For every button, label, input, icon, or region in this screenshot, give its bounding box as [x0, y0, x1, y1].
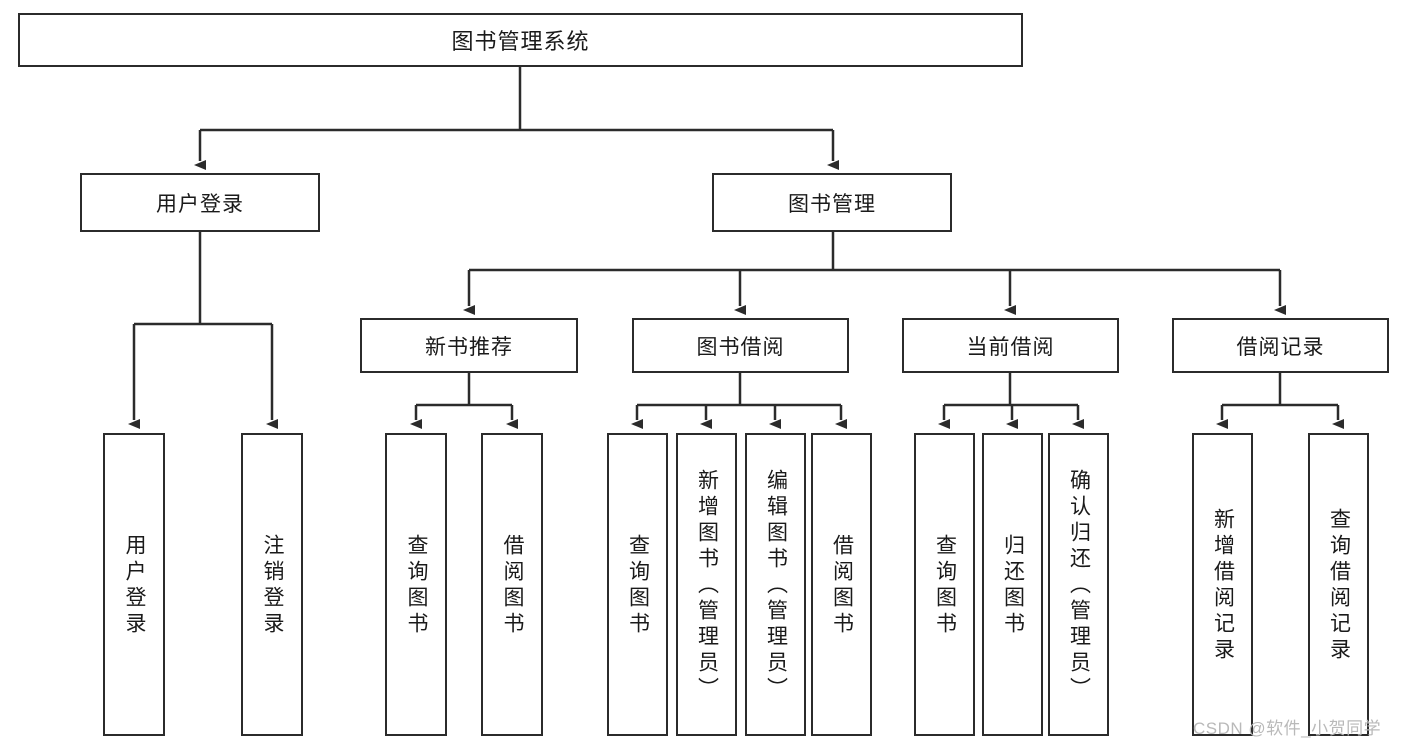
- leaf-query-record-label: 查询借阅记录: [1327, 507, 1351, 664]
- node-book-borrow[interactable]: 图书借阅: [632, 318, 849, 373]
- leaf-query-book-2-label: 查询图书: [626, 533, 650, 638]
- leaf-borrow-book-1[interactable]: 借阅图书: [481, 433, 543, 736]
- leaf-query-book-2[interactable]: 查询图书: [607, 433, 668, 736]
- leaf-edit-book[interactable]: 编辑图书（管理员）: [745, 433, 806, 736]
- csdn-watermark: CSDN @软件_小贺同学: [1193, 719, 1382, 738]
- node-current-borrow[interactable]: 当前借阅: [902, 318, 1119, 373]
- node-new-book-recommend[interactable]: 新书推荐: [360, 318, 578, 373]
- leaf-confirm-return[interactable]: 确认归还（管理员）: [1048, 433, 1109, 736]
- node-root-system[interactable]: 图书管理系统: [18, 13, 1023, 67]
- leaf-return-book[interactable]: 归还图书: [982, 433, 1043, 736]
- node-borrow-record[interactable]: 借阅记录: [1172, 318, 1389, 373]
- leaf-query-book-3[interactable]: 查询图书: [914, 433, 975, 736]
- node-current-borrow-label: 当前借阅: [966, 335, 1055, 359]
- node-book-manage[interactable]: 图书管理: [712, 173, 952, 232]
- leaf-add-book[interactable]: 新增图书（管理员）: [676, 433, 737, 736]
- leaf-query-book-1[interactable]: 查询图书: [385, 433, 447, 736]
- leaf-user-login[interactable]: 用户登录: [103, 433, 165, 736]
- leaf-query-record[interactable]: 查询借阅记录: [1308, 433, 1369, 736]
- leaf-logout-login-label: 注销登录: [261, 533, 285, 638]
- leaf-return-book-label: 归还图书: [1001, 533, 1025, 638]
- leaf-edit-book-label: 编辑图书（管理员）: [764, 468, 788, 703]
- leaf-borrow-book-1-label: 借阅图书: [501, 533, 525, 638]
- leaf-add-record-label: 新增借阅记录: [1211, 507, 1235, 664]
- node-root-label: 图书管理系统: [451, 29, 590, 54]
- leaf-borrow-book-2-label: 借阅图书: [830, 533, 854, 638]
- node-book-manage-label: 图书管理: [788, 192, 876, 216]
- leaf-query-book-1-label: 查询图书: [405, 533, 429, 638]
- leaf-confirm-return-label: 确认归还（管理员）: [1067, 468, 1091, 703]
- leaf-user-login-label: 用户登录: [123, 533, 147, 638]
- node-new-book-recommend-label: 新书推荐: [425, 335, 513, 359]
- node-user-login-label: 用户登录: [156, 192, 244, 216]
- leaf-add-record[interactable]: 新增借阅记录: [1192, 433, 1253, 736]
- node-borrow-record-label: 借阅记录: [1236, 335, 1325, 359]
- node-user-login[interactable]: 用户登录: [80, 173, 320, 232]
- leaf-query-book-3-label: 查询图书: [933, 533, 957, 638]
- leaf-logout-login[interactable]: 注销登录: [241, 433, 303, 736]
- node-book-borrow-label: 图书借阅: [696, 335, 785, 359]
- leaf-add-book-label: 新增图书（管理员）: [695, 468, 719, 703]
- leaf-borrow-book-2[interactable]: 借阅图书: [811, 433, 872, 736]
